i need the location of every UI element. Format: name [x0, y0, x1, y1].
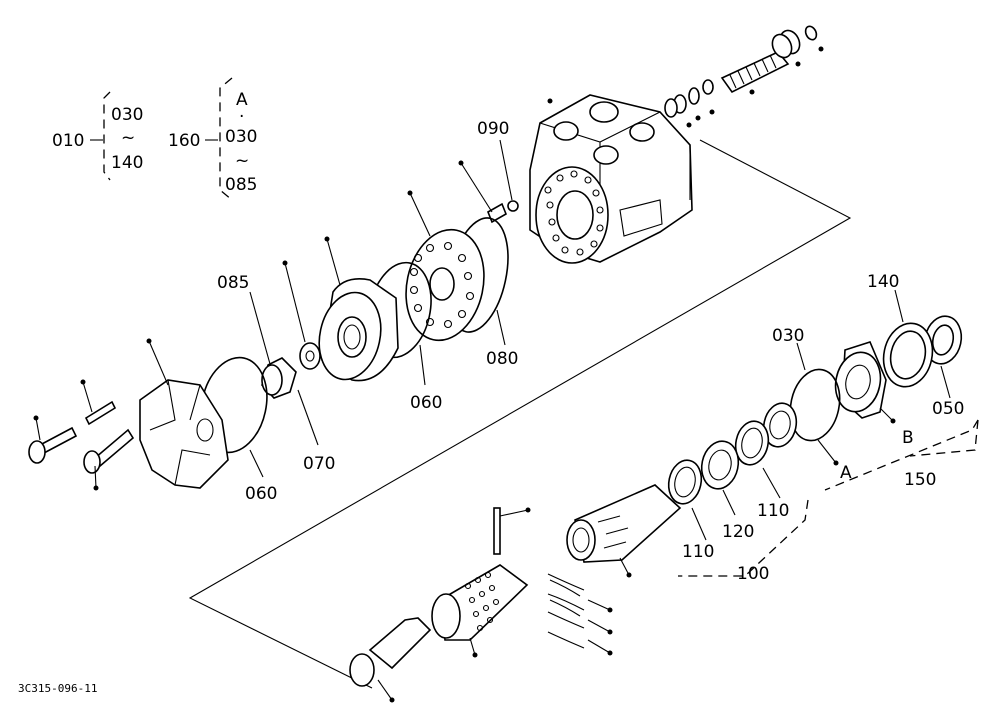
label-080: 080 — [486, 349, 518, 369]
label-A: A — [840, 463, 852, 483]
group-160-bracket: 160 A · 030 ~ 085 — [168, 77, 257, 201]
label-090: 090 — [477, 119, 509, 139]
right-seal-parts: 050 140 B 030 A 150 — [772, 272, 979, 491]
label-140: 140 — [867, 272, 899, 292]
group-160-first-sep: · — [239, 107, 244, 127]
label-030: 030 — [772, 326, 804, 346]
group-160-range-start: 030 — [225, 127, 257, 147]
group-160-first: A — [236, 90, 248, 110]
drawing-number: 3C315-096-11 — [18, 682, 97, 695]
group-160-range-sep: ~ — [235, 151, 249, 171]
bearing-assembly-100: 110 120 110 100 — [667, 402, 809, 584]
check-valve-090: 090 — [458, 119, 519, 224]
label-110-b: 110 — [682, 542, 714, 562]
spool-sleeve-assembly — [349, 484, 682, 703]
plate-assembly-080: 080 — [405, 190, 518, 369]
gerotor-set: 060 — [318, 236, 442, 413]
bolts-and-pin — [28, 379, 135, 491]
label-120: 120 — [722, 522, 754, 542]
group-010-range-end: 140 — [111, 153, 143, 173]
group-160-range-end: 085 — [225, 175, 257, 195]
washer-070: 070 — [282, 260, 335, 474]
group-010-label: 010 — [52, 131, 84, 151]
phantom-frame — [188, 139, 852, 689]
valve-housing — [529, 94, 693, 264]
label-100: 100 — [737, 564, 769, 584]
label-060-a: 060 — [410, 393, 442, 413]
label-060-b: 060 — [245, 484, 277, 504]
end-cover — [139, 338, 229, 489]
group-010-bracket: 010 030 ~ 140 — [52, 91, 143, 181]
bushing-085: 085 — [217, 273, 297, 399]
label-B: B — [902, 428, 914, 448]
label-150: 150 — [904, 470, 936, 490]
group-010-range-sep: ~ — [121, 128, 135, 148]
label-070: 070 — [303, 454, 335, 474]
label-110-a: 110 — [757, 501, 789, 521]
group-010-range-start: 030 — [111, 105, 143, 125]
group-160-label: 160 — [168, 131, 200, 151]
relief-valve-parts — [664, 25, 824, 128]
label-050: 050 — [932, 399, 964, 419]
label-085: 085 — [217, 273, 249, 293]
